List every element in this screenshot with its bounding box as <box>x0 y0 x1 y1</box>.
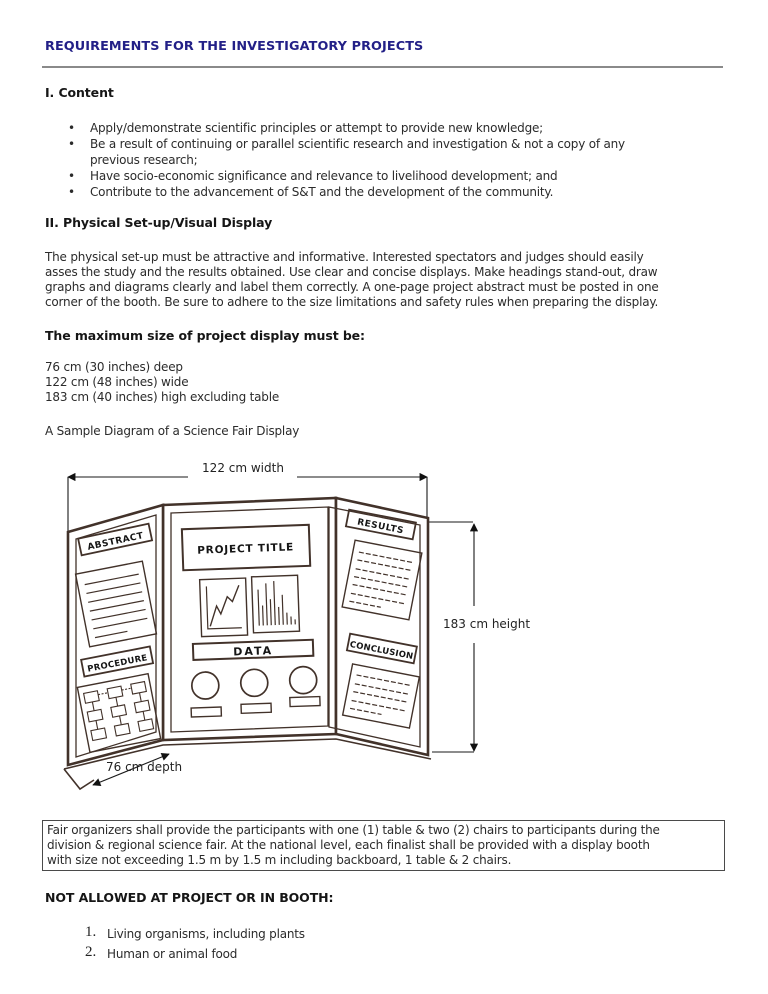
data-circle-3 <box>288 665 318 695</box>
right-panel <box>334 496 430 757</box>
bullet-text: Have socio-economic significance and rel… <box>90 169 558 183</box>
not-allowed-list: 1. Living organisms, including plants 2.… <box>85 923 305 963</box>
line-chart-axes <box>205 586 242 630</box>
item-text: Living organisms, including plants <box>107 927 305 941</box>
size-line: 183 cm (40 inches) high excluding table <box>45 390 280 404</box>
line-chart-box <box>198 577 249 638</box>
bullet-line: • Contribute to the advancement of S&T a… <box>68 184 625 200</box>
content-bullet-list: • Apply/demonstrate scientific principle… <box>68 120 625 200</box>
bullet-text: previous research; <box>90 153 198 167</box>
bullet-icon <box>68 152 90 168</box>
results-text-lines <box>349 551 414 608</box>
diagram-width-label: 122 cm width <box>202 461 284 475</box>
bar-chart-box <box>250 574 301 634</box>
diagram-caption: A Sample Diagram of a Science Fair Displ… <box>45 424 300 438</box>
procedure-header-box <box>80 645 155 678</box>
bullet-line: • Have socio-economic significance and r… <box>68 168 625 184</box>
bullet-icon: • <box>68 169 76 183</box>
paragraph-line: graphs and diagrams clearly and label th… <box>45 280 659 294</box>
left-panel <box>66 503 165 767</box>
abstract-header-box <box>77 522 154 557</box>
width-bracket-right <box>426 477 473 523</box>
section-heading-content: I. Content <box>45 85 114 100</box>
bullet-text: Be a result of continuing or parallel sc… <box>90 137 625 151</box>
notice-line: Fair organizers shall provide the partic… <box>47 823 660 837</box>
horizontal-rule <box>42 66 723 68</box>
not-allowed-item: 2. Human or animal food <box>85 943 305 963</box>
data-header-box <box>191 638 315 661</box>
paragraph-line: The physical set-up must be attractive a… <box>45 250 644 264</box>
flowchart <box>82 680 155 742</box>
size-lines: 76 cm (30 inches) deep 122 cm (48 inches… <box>45 360 279 405</box>
board-left-foot <box>63 768 95 791</box>
bullet-line: previous research; <box>68 152 625 168</box>
data-label: DATA <box>233 644 273 658</box>
bullet-line: • Be a result of continuing or parallel … <box>68 136 625 152</box>
bullet-line: • Apply/demonstrate scientific principle… <box>68 120 625 136</box>
results-text-box <box>341 539 423 621</box>
bullet-icon: • <box>68 137 76 151</box>
item-text: Human or animal food <box>107 947 238 961</box>
data-circle-2 <box>239 668 269 698</box>
paragraph-line: corner of the booth. Be sure to adhere t… <box>45 295 659 309</box>
not-allowed-item: 1. Living organisms, including plants <box>85 923 305 943</box>
size-line: 122 cm (48 inches) wide <box>45 375 189 389</box>
line-chart-line <box>209 585 240 627</box>
bullet-text: Contribute to the advancement of S&T and… <box>90 185 554 199</box>
flowchart-box <box>76 672 162 754</box>
conclusion-header-box <box>345 632 418 665</box>
project-title-box <box>180 523 312 572</box>
not-allowed-heading: NOT ALLOWED AT PROJECT OR IN BOOTH: <box>45 890 334 905</box>
paragraph-line: asses the study and the results obtained… <box>45 265 658 279</box>
abstract-text-box <box>74 560 158 648</box>
center-panel-contents: PROJECT TITLE DATA <box>180 523 321 718</box>
bullet-text: Apply/demonstrate scientific principles … <box>90 121 544 135</box>
section-heading-display: II. Physical Set-up/Visual Display <box>45 215 273 230</box>
size-line: 76 cm (30 inches) deep <box>45 360 183 374</box>
conclusion-text-box <box>341 663 421 729</box>
diagram-height-label: 183 cm height <box>443 617 530 631</box>
trifold-board <box>63 496 432 791</box>
abstract-text-lines <box>84 573 148 639</box>
item-number: 2. <box>85 944 97 960</box>
dimension-lines <box>67 472 479 787</box>
max-size-heading: The maximum size of project display must… <box>45 328 365 343</box>
left-panel-inner-border <box>75 514 157 758</box>
data-caption-3 <box>289 695 321 708</box>
results-header-box <box>344 508 417 541</box>
center-panel-inner-border <box>170 506 329 733</box>
data-caption-1 <box>190 706 223 718</box>
bullet-icon: • <box>68 121 76 135</box>
notice-line: division & regional science fair. At the… <box>47 838 650 852</box>
science-fair-display-diagram: 122 cm width 183 cm height ABSTRACT <box>63 461 530 791</box>
item-number: 1. <box>85 924 97 940</box>
right-panel-inner-border <box>328 506 421 748</box>
data-caption-2 <box>240 702 273 715</box>
project-title-label: PROJECT TITLE <box>197 541 294 556</box>
display-paragraph: The physical set-up must be attractive a… <box>45 250 659 310</box>
notice-line: with size not exceeding 1.5 m by 1.5 m i… <box>47 853 512 867</box>
fair-organizers-notice-box: Fair organizers shall provide the partic… <box>42 820 725 871</box>
board-bottom-edge <box>63 738 432 770</box>
bar-chart-bars <box>257 581 296 626</box>
page-title: REQUIREMENTS FOR THE INVESTIGATORY PROJE… <box>45 39 424 54</box>
bullet-icon: • <box>68 185 76 199</box>
depth-arrow <box>92 752 170 787</box>
conclusion-text-lines <box>349 674 412 716</box>
diagram-depth-label: 76 cm depth <box>106 760 182 774</box>
data-circle-1 <box>190 671 220 700</box>
